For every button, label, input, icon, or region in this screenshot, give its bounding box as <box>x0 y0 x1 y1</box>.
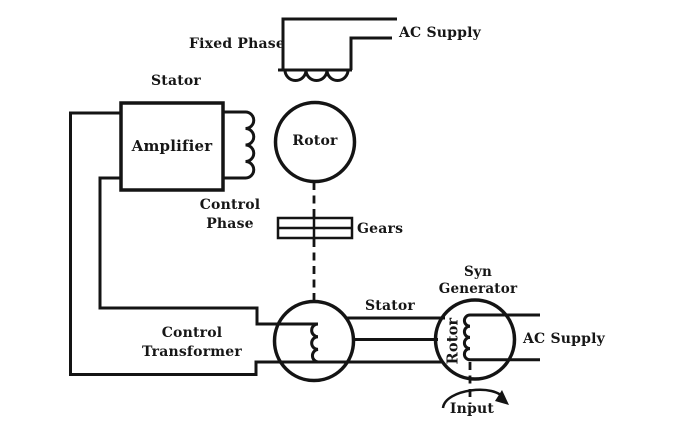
rotor-servo-label: Rotor <box>292 133 338 149</box>
syn-generator-label-line2: Generator <box>438 281 518 297</box>
stator-link-label: Stator <box>364 298 416 314</box>
stator-servo-label: Stator <box>150 73 202 89</box>
amplifier-label: Amplifier <box>131 137 213 155</box>
control-transformer-label-line2: Transformer <box>142 344 242 360</box>
gears-symbol <box>276 216 354 240</box>
gears-label: Gears <box>357 221 404 237</box>
ac-supply-top-lead-2 <box>349 36 392 70</box>
wire-inner-loop <box>98 176 318 326</box>
amplifier-box <box>119 101 225 192</box>
servo-rotor-circle <box>273 100 357 184</box>
control-phase-label-line1: Control <box>199 197 261 213</box>
syn-generator-coil <box>462 313 540 362</box>
control-phase-winding <box>223 110 256 180</box>
control-transformer-label: Control Transformer <box>142 324 242 362</box>
syn-generator-circle <box>433 298 517 381</box>
ac-supply-top-label: AC Supply <box>399 25 481 41</box>
control-transformer-circle <box>272 299 356 383</box>
input-rotation-arrowhead <box>495 390 509 405</box>
syn-generator-label-line1: Syn <box>463 264 493 280</box>
control-transformer-label-line1: Control <box>161 325 223 341</box>
fixed-phase-label: Fixed Phase <box>189 36 285 52</box>
control-phase-label: Control Phase <box>200 196 261 234</box>
rotor-generator-label: Rotor <box>444 317 462 365</box>
ac-supply-right-label: AC Supply <box>523 331 605 347</box>
wire-outer-loop <box>69 111 443 376</box>
input-label: Input <box>449 401 495 417</box>
syn-generator-label: Syn Generator <box>439 264 518 298</box>
control-phase-label-line2: Phase <box>206 216 254 232</box>
fixed-phase-winding <box>278 17 397 82</box>
fixed-phase-coil-turns <box>283 69 350 82</box>
control-transformer-coil <box>310 322 319 364</box>
